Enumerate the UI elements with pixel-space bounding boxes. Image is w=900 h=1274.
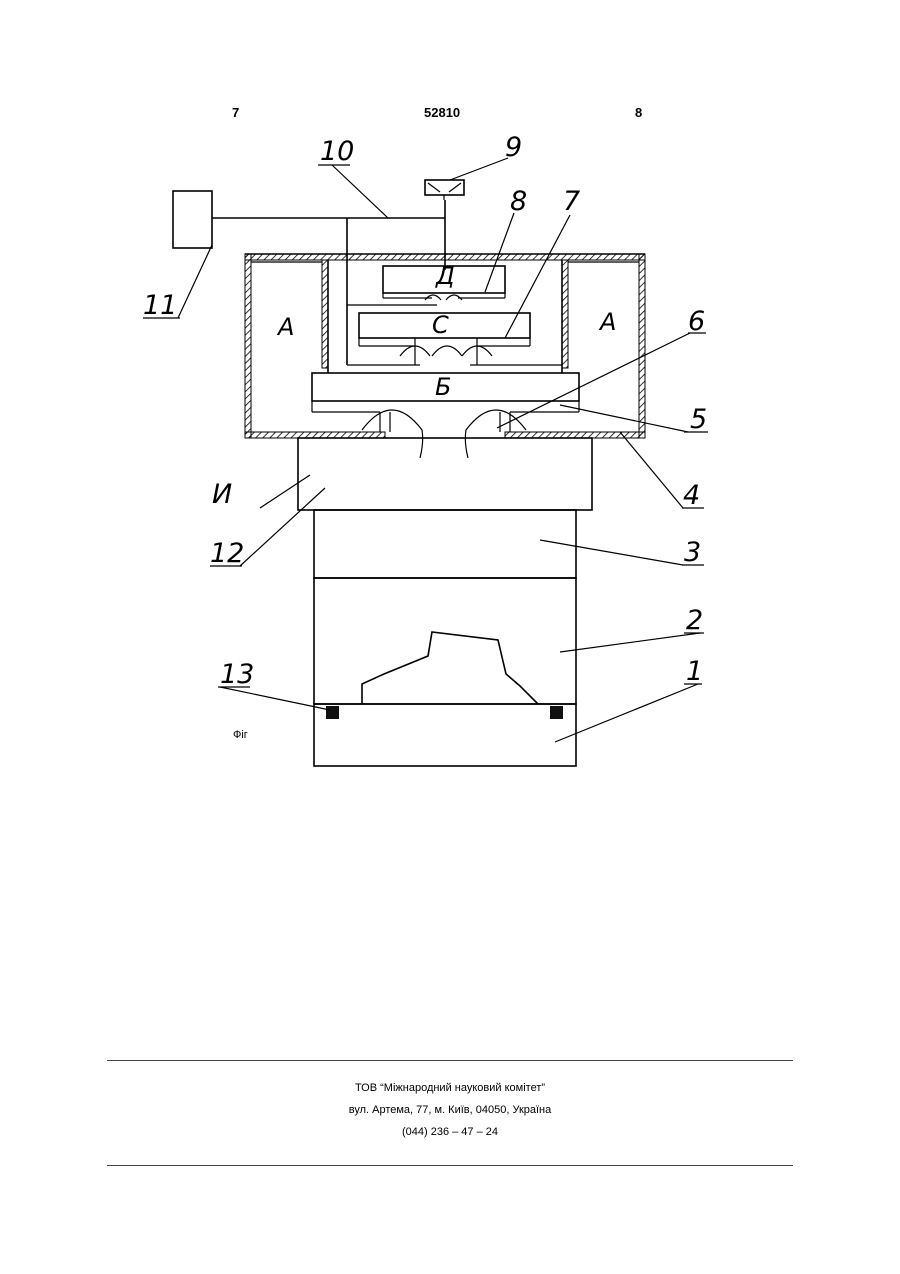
label-7: 7 [563,186,580,217]
label-4: 4 [683,480,700,511]
base-1 [314,704,576,766]
label-10: 10 [320,136,354,167]
label-6: 6 [688,306,705,337]
label-12: 12 [210,538,244,569]
control-unit-box [173,191,212,248]
label-11: 11 [143,290,177,321]
zone-b: Б [435,373,451,401]
label-i: И [212,479,232,510]
footer-address: вул. Артема, 77, м. Київ, 04050, Україна [0,1104,900,1116]
footer-rule-top [107,1060,793,1061]
block-3 [314,510,576,578]
label-9: 9 [505,132,522,163]
label-1: 1 [686,656,703,687]
label-5: 5 [690,404,707,435]
zone-a-right: А [598,308,616,336]
figure-caption: Фіг [233,729,248,741]
footer-organization: ТОВ “Міжнародний науковий комітет” [0,1082,900,1094]
label-2: 2 [686,605,703,636]
label-3: 3 [684,537,701,568]
sensor-box [425,180,464,195]
zone-a-left: А [276,313,294,341]
support-left [326,706,339,719]
sample-profile [362,632,538,704]
block-2 [314,578,576,704]
support-right [550,706,563,719]
footer-rule-bottom [107,1165,793,1166]
zone-c: С [432,311,449,339]
zone-d: Д [435,262,455,290]
label-13: 13 [220,659,254,690]
chamber-i-block [298,438,592,510]
footer-phone: (044) 236 – 47 – 24 [0,1126,900,1138]
technical-drawing: 10 9 8 7 6 5 4 3 2 1 11 И 12 13 А А Б С … [0,0,900,800]
label-8: 8 [510,186,527,217]
